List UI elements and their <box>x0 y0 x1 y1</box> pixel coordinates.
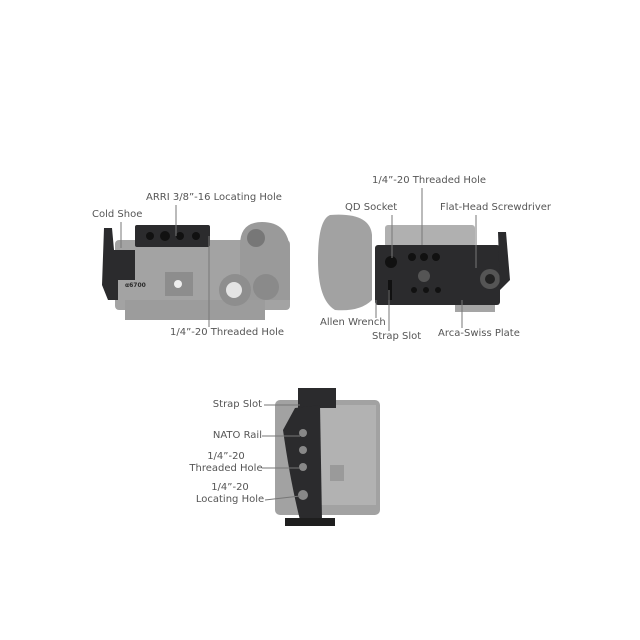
top-left-cage <box>102 225 210 300</box>
label-threaded-hole-right: 1/4”-20 Threaded Hole <box>372 175 486 186</box>
leader-lines <box>120 188 477 501</box>
top-right-cage <box>375 232 510 305</box>
top-left-camera <box>115 222 290 320</box>
label-cold-shoe: Cold Shoe <box>92 209 143 220</box>
top-right-camera <box>318 214 495 312</box>
label-threaded-hole-side-1: 1/4”-20 <box>207 451 245 462</box>
camera-model-badge: α6700 <box>125 282 146 289</box>
label-qd-socket: QD Socket <box>345 202 398 213</box>
label-arri-locating-hole: ARRI 3/8”-16 Locating Hole <box>146 192 282 203</box>
label-flat-head-screwdriver: Flat-Head Screwdriver <box>440 202 552 213</box>
side-view-cage <box>283 388 336 526</box>
label-nato-rail: NATO Rail <box>212 430 262 441</box>
label-strap-slot-side: Strap Slot <box>212 399 262 410</box>
label-threaded-hole-left: 1/4”-20 Threaded Hole <box>170 327 284 338</box>
label-strap-slot-top: Strap Slot <box>372 331 422 342</box>
label-allen-wrench: Allen Wrench <box>320 317 386 328</box>
label-arca-swiss-plate: Arca-Swiss Plate <box>438 328 520 339</box>
label-threaded-hole-side-2: Threaded Hole <box>189 463 263 474</box>
label-locating-hole-side-1: 1/4”-20 <box>211 482 249 493</box>
label-locating-hole-side-2: Locating Hole <box>195 494 265 505</box>
